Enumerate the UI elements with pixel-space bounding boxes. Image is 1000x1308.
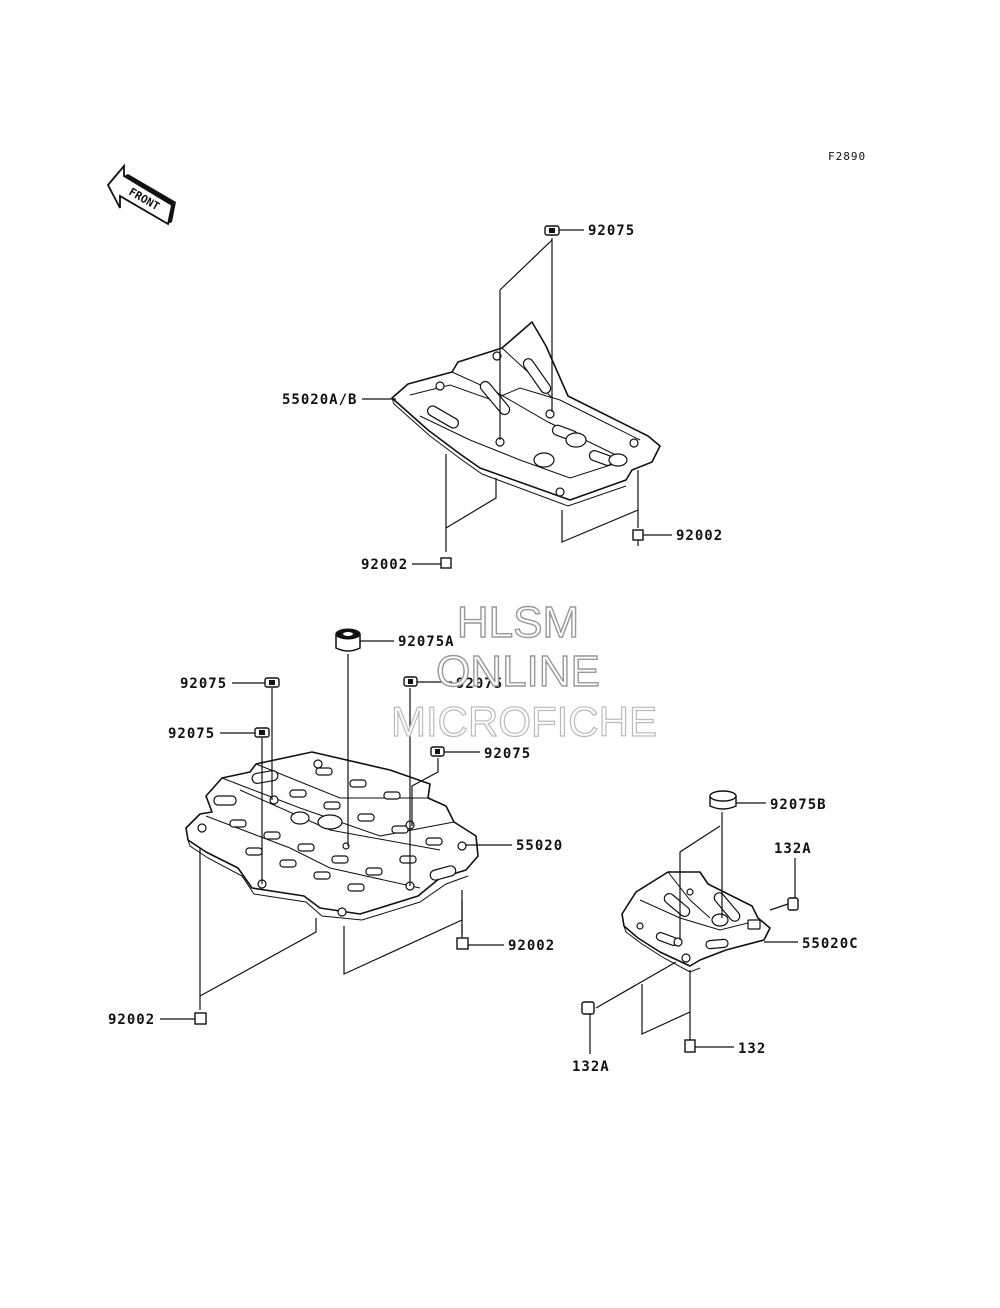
bolt-icon: [684, 1039, 696, 1053]
skid-plate-small: [621, 871, 771, 973]
watermark-line3: MICROFICHE: [391, 698, 657, 745]
label-small-cap: 92075B: [770, 797, 827, 813]
label-small-bolt-bottom: 132: [738, 1041, 766, 1057]
bolt-icon: [440, 557, 452, 569]
label-top-nut: 92075: [588, 223, 635, 239]
label-top-bolt-left: 92002: [361, 557, 408, 573]
nut-icon: [264, 677, 280, 688]
watermark: HLSM ONLINE MICROFICHE: [390, 597, 657, 745]
nut-icon: [430, 746, 445, 757]
watermark-line2: ONLINE: [436, 647, 600, 696]
label-mid-nut-right: 92075: [484, 746, 531, 762]
label-mid-bolt-left: 92002: [108, 1012, 155, 1028]
label-mid-nut-left-lower: 92075: [168, 726, 215, 742]
nut-icon: [403, 676, 418, 687]
label-small-plate: 55020C: [802, 936, 859, 952]
bolt-icon: [632, 529, 644, 546]
watermark-line1: HLSM: [457, 598, 579, 647]
cap-icon: [709, 790, 737, 810]
figure-id: F2890: [828, 150, 866, 163]
nut-icon: [544, 225, 560, 236]
skid-plate-top: [391, 321, 661, 507]
label-mid-bolt-right: 92002: [508, 938, 555, 954]
collar-icon: [335, 628, 361, 652]
label-small-bolt-upper: 132A: [774, 841, 812, 857]
label-mid-nut-left-upper: 92075: [180, 676, 227, 692]
bolt-icon: [194, 1012, 207, 1025]
nut-icon: [254, 727, 270, 738]
bolt-icon: [456, 934, 469, 950]
label-small-bolt-lower: 132A: [572, 1059, 610, 1075]
label-top-bolt-right: 92002: [676, 528, 723, 544]
label-mid-collar: 92075A: [398, 634, 455, 650]
label-mid-nut-center: 92075: [456, 676, 503, 692]
bolt-icon: [581, 1001, 595, 1015]
bolt-icon: [769, 897, 799, 911]
label-mid-plate: 55020: [516, 838, 563, 854]
label-top-cover: 55020A/B: [282, 392, 357, 408]
skid-plate-main: [185, 751, 479, 921]
front-arrow-icon: FRONT: [106, 163, 176, 226]
